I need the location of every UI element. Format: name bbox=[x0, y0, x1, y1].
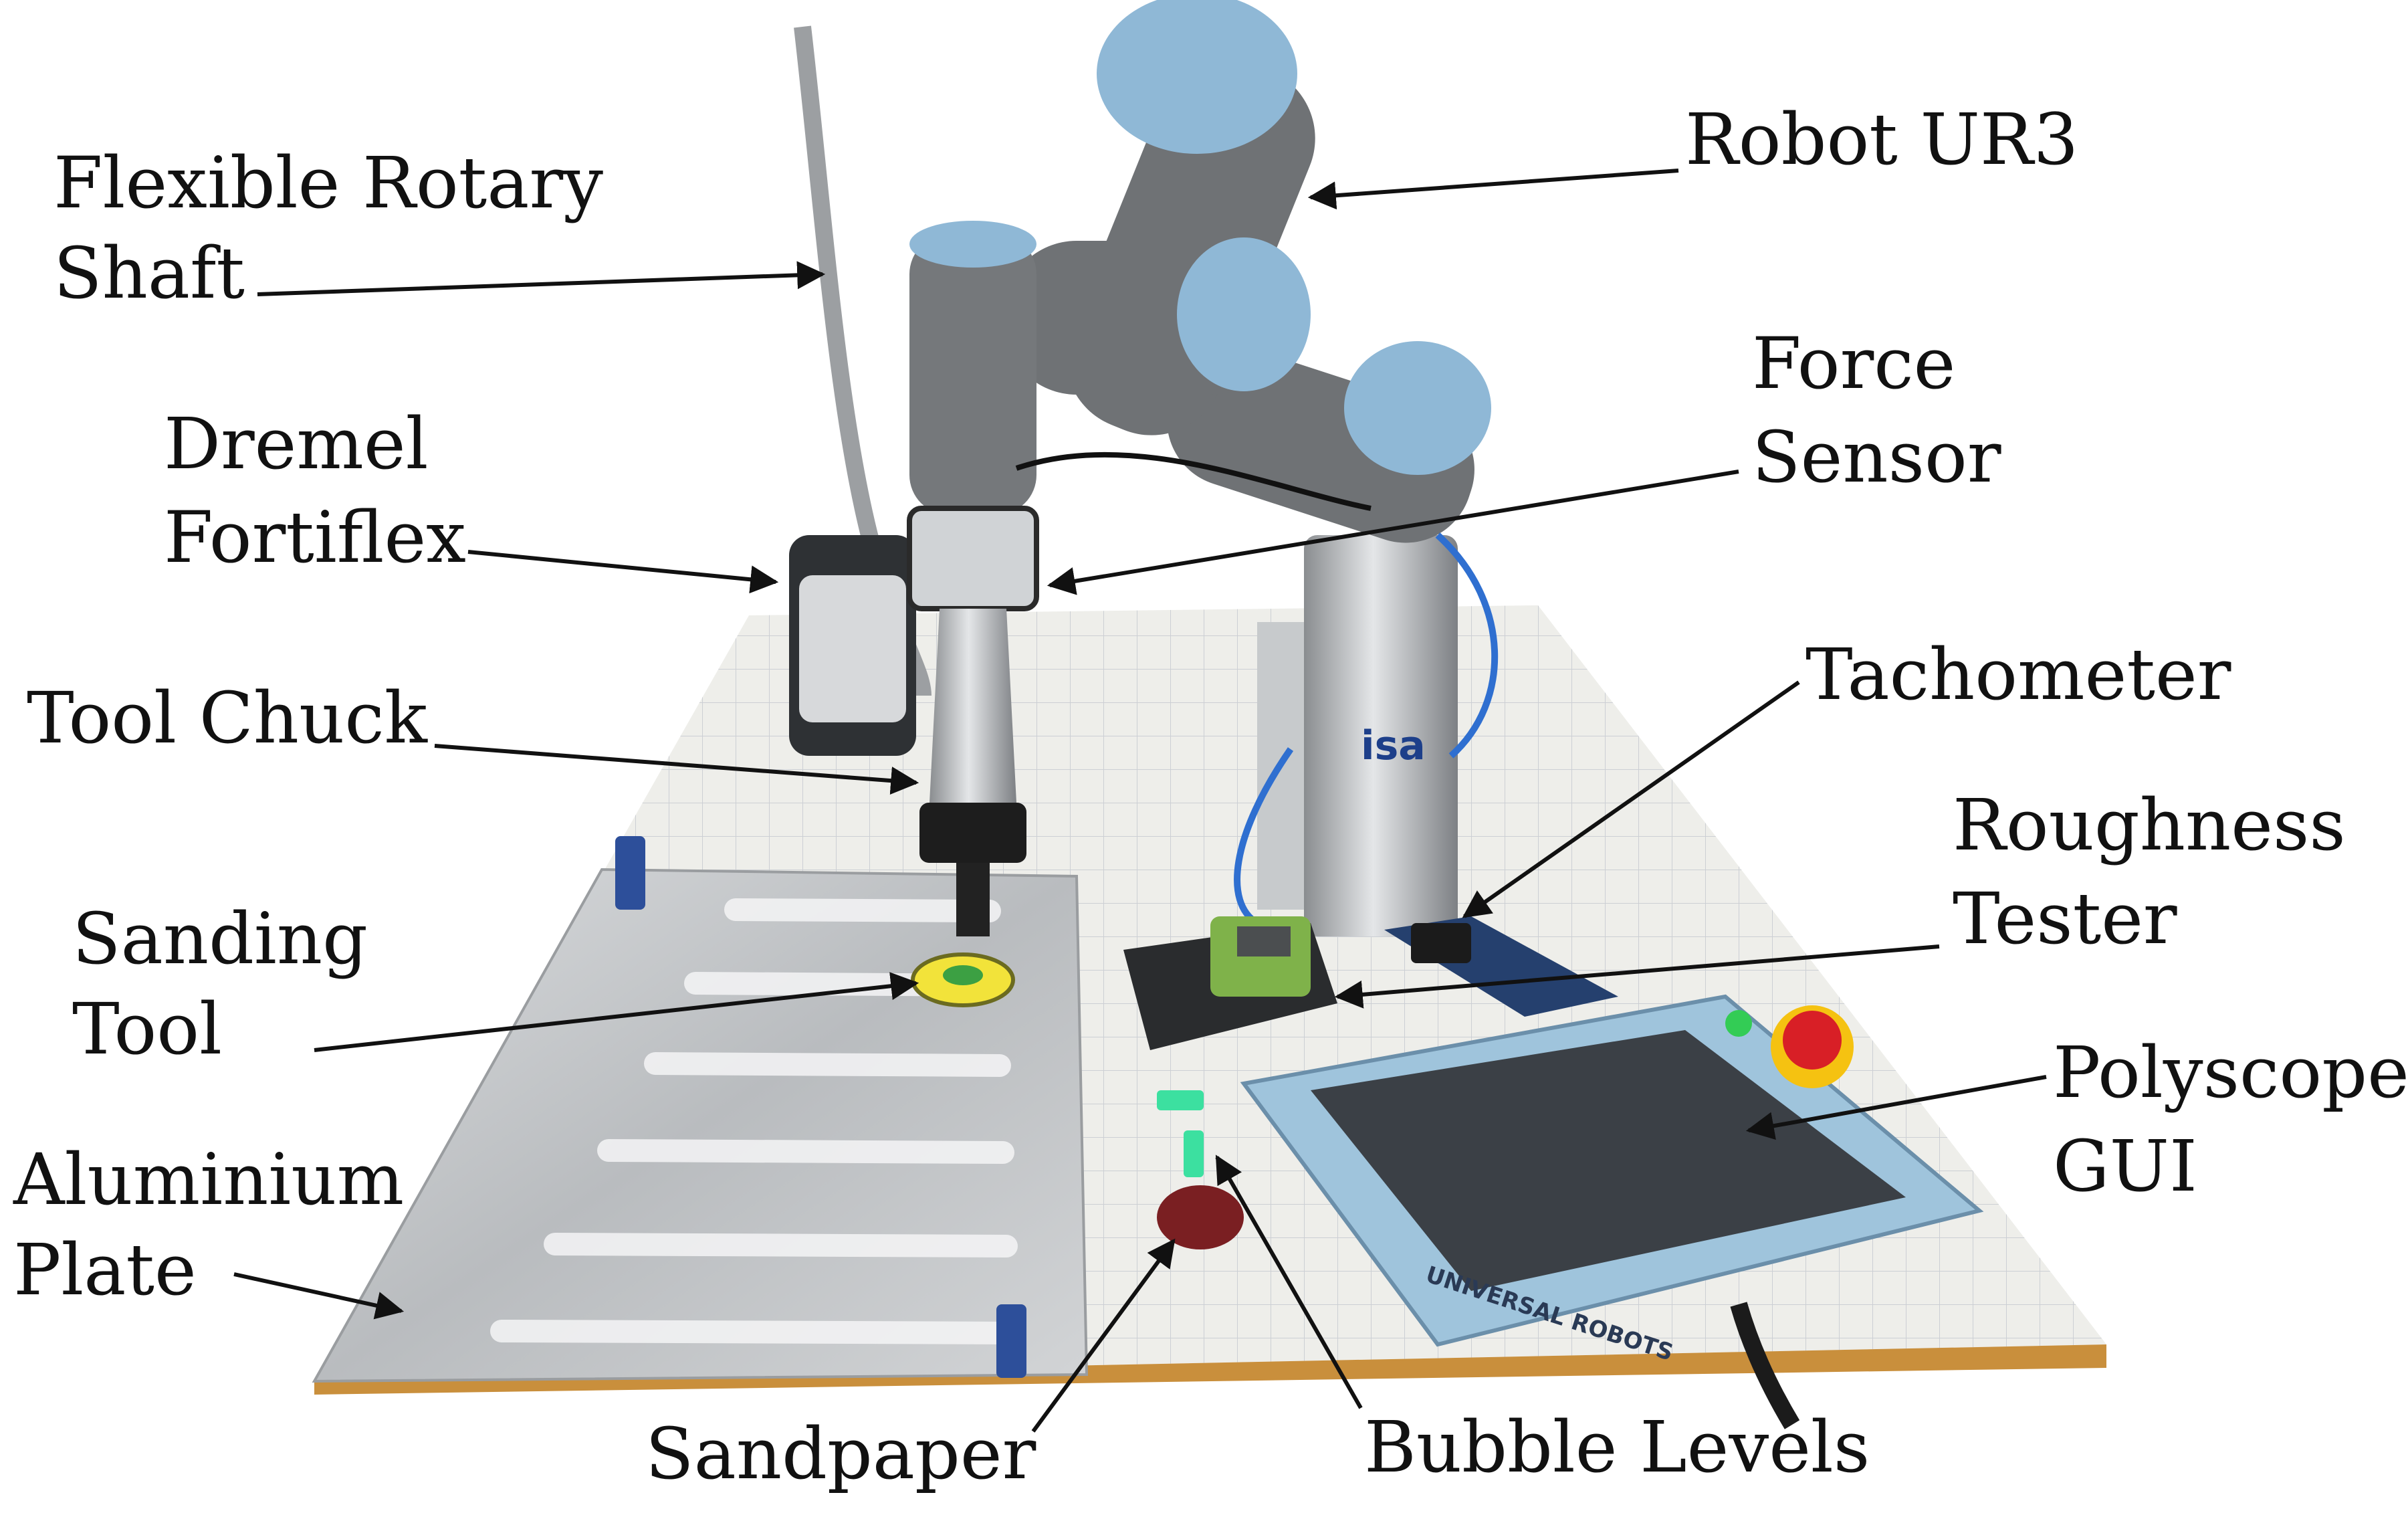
tool-stack bbox=[907, 506, 1039, 1007]
svg-text:Tool: Tool bbox=[72, 988, 222, 1070]
svg-text:Tachometer: Tachometer bbox=[1805, 633, 2231, 716]
estop-button bbox=[1783, 1011, 1842, 1070]
wrist-link bbox=[909, 234, 1036, 515]
svg-text:Polyscope: Polyscope bbox=[2053, 1031, 2408, 1114]
svg-text:GUI: GUI bbox=[2053, 1125, 2197, 1207]
pendant-screen bbox=[1311, 1030, 1906, 1291]
clamp-left bbox=[615, 836, 645, 910]
tool-chuck-object bbox=[929, 609, 1016, 803]
svg-text:Tester: Tester bbox=[1953, 878, 2177, 960]
svg-text:Roughness: Roughness bbox=[1953, 784, 2346, 866]
label-bubble-levels: Bubble Levels bbox=[1215, 1154, 1870, 1488]
table-edge bbox=[314, 1344, 2106, 1395]
svg-text:Tool Chuck: Tool Chuck bbox=[27, 677, 428, 759]
svg-text:Flexible Rotary: Flexible Rotary bbox=[53, 142, 603, 224]
label-flexible-rotary-shaft: Flexible Rotary Shaft bbox=[53, 142, 826, 314]
svg-text:Fortiflex: Fortiflex bbox=[164, 496, 466, 579]
label-tool-chuck: Tool Chuck bbox=[27, 677, 919, 795]
label-polyscope-gui: Polyscope GUI bbox=[1745, 1031, 2408, 1207]
svg-text:Force: Force bbox=[1752, 322, 1955, 405]
tachometer-object bbox=[1384, 916, 1618, 1017]
svg-text:Dremel: Dremel bbox=[164, 403, 429, 485]
robot-ur3-object: isa bbox=[909, 0, 1499, 936]
photo: isa bbox=[312, 0, 2106, 1429]
label-sanding-tool: Sanding Tool bbox=[72, 898, 919, 1070]
robot-base bbox=[1304, 535, 1458, 936]
svg-text:Sensor: Sensor bbox=[1752, 416, 2001, 498]
svg-text:Robot UR3: Robot UR3 bbox=[1685, 98, 2078, 181]
label-robot-ur3: Robot UR3 bbox=[1307, 98, 2078, 210]
sandpaper-object bbox=[1157, 1185, 1244, 1249]
force-sensor-object bbox=[907, 506, 1039, 611]
svg-text:Shaft: Shaft bbox=[53, 232, 245, 314]
label-sandpaper: Sandpaper bbox=[645, 1238, 1176, 1495]
svg-text:Sandpaper: Sandpaper bbox=[645, 1413, 1036, 1495]
bubble-levels-object bbox=[1157, 1090, 1204, 1177]
polyscope-gui-object: UNIVERSAL ROBOTS bbox=[1240, 994, 1984, 1429]
power-button bbox=[1725, 1010, 1752, 1037]
svg-text:Bubble Levels: Bubble Levels bbox=[1364, 1406, 1870, 1488]
label-aluminium-plate: Aluminium Plate bbox=[13, 1138, 405, 1320]
label-dremel-fortiflex: Dremel Fortiflex bbox=[164, 403, 779, 594]
svg-text:Aluminium: Aluminium bbox=[13, 1138, 404, 1221]
label-force-sensor: Force Sensor bbox=[1047, 322, 2001, 595]
clamp-right bbox=[996, 1304, 1026, 1378]
svg-text:Plate: Plate bbox=[13, 1229, 197, 1311]
label-tachometer: Tachometer bbox=[1462, 633, 2231, 918]
svg-text:Sanding: Sanding bbox=[72, 898, 368, 980]
label-roughness-tester: Roughness Tester bbox=[1334, 784, 2346, 1009]
pendant-cable bbox=[1730, 1302, 1800, 1429]
dremel-fortiflex-object bbox=[789, 535, 916, 756]
sensor-brand-text: isa bbox=[1361, 722, 1426, 769]
annotations: Flexible Rotary Shaft Robot UR3 Dremel F… bbox=[13, 98, 2408, 1495]
roughness-tester-object bbox=[1123, 916, 1337, 1050]
